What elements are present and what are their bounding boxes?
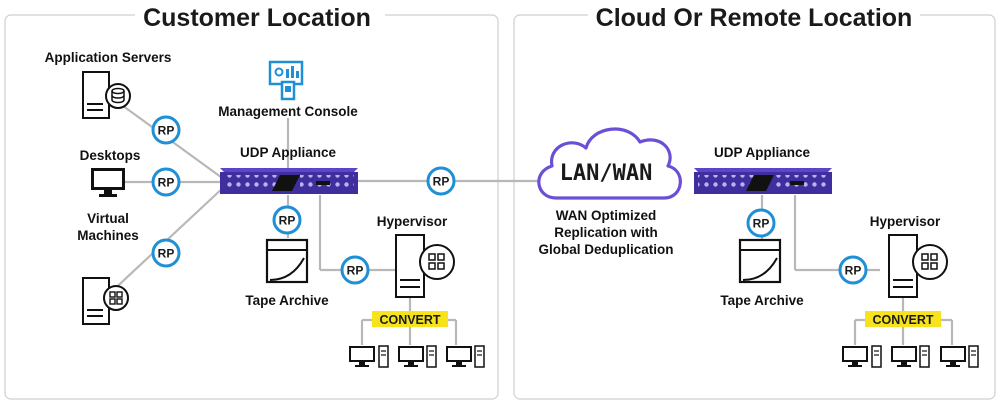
- convert-right-label: CONVERT: [872, 313, 933, 327]
- application-server-icon: [82, 71, 131, 119]
- convert-right-badge: [865, 311, 941, 327]
- lan-wan-label: LAN/WAN: [560, 161, 653, 186]
- converted-desktop-icon: [398, 345, 437, 368]
- hypervisor-left-label: Hypervisor: [377, 214, 448, 229]
- rp-badge: RP: [426, 166, 456, 196]
- rp-badge: RP: [746, 208, 776, 238]
- udp-appliance-left-label: UDP Appliance: [240, 145, 337, 160]
- customer-location-panel: [4, 14, 499, 400]
- convert-left-label: CONVERT: [379, 313, 440, 327]
- virtual-machines-label-line2: Machines: [77, 228, 139, 243]
- customer-location-title: Customer Location: [143, 4, 371, 32]
- cloud-location-panel: [513, 14, 996, 400]
- management-console-label: Management Console: [218, 104, 358, 119]
- desktops-label: Desktops: [80, 148, 141, 163]
- rp-badge: RP: [151, 167, 181, 197]
- udp-appliance-right-label: UDP Appliance: [714, 145, 811, 160]
- application-servers-label: Application Servers: [45, 50, 172, 65]
- desktop-icon: [91, 168, 125, 197]
- tape-archive-left-label: Tape Archive: [245, 293, 329, 308]
- tape-archive-right-label: Tape Archive: [720, 293, 804, 308]
- convert-left-badge: [372, 311, 448, 327]
- svg-text:RP: RP: [158, 124, 175, 138]
- rp-badge: RP: [340, 255, 370, 285]
- wan-description-line3: Global Deduplication: [538, 242, 673, 257]
- converted-desktop-icon: [891, 345, 930, 368]
- svg-text:RP: RP: [433, 175, 450, 189]
- rp-badge: RP: [151, 238, 181, 268]
- hypervisor-left-icon: [395, 234, 455, 298]
- converted-desktop-icon: [446, 345, 485, 368]
- cloud-icon: [537, 127, 682, 200]
- svg-text:RP: RP: [158, 176, 175, 190]
- tape-archive-left-icon: [265, 238, 309, 284]
- udp-appliance-left: [220, 168, 358, 194]
- converted-desktop-icon: [349, 345, 389, 368]
- hypervisor-right-icon: [888, 234, 948, 298]
- virtual-machine-server-icon: [82, 277, 129, 325]
- management-console-icon: [268, 60, 304, 101]
- cloud-location-title: Cloud Or Remote Location: [596, 4, 913, 32]
- wan-description-line1: WAN Optimized: [556, 208, 657, 223]
- hypervisor-right-label: Hypervisor: [870, 214, 941, 229]
- svg-text:RP: RP: [845, 264, 862, 278]
- svg-text:RP: RP: [347, 264, 364, 278]
- wan-description-line2: Replication with: [554, 225, 658, 240]
- rp-badge: RP: [272, 205, 302, 235]
- udp-appliance-right: [694, 168, 832, 194]
- converted-desktop-icon: [940, 345, 979, 368]
- virtual-machines-label-line1: Virtual: [87, 211, 129, 226]
- converted-desktop-icon: [842, 345, 882, 368]
- svg-text:RP: RP: [158, 247, 175, 261]
- tape-archive-right-icon: [738, 238, 782, 284]
- svg-text:RP: RP: [279, 214, 296, 228]
- svg-text:RP: RP: [753, 217, 770, 231]
- rp-badge: RP: [838, 255, 868, 285]
- rp-badge: RP: [151, 115, 181, 145]
